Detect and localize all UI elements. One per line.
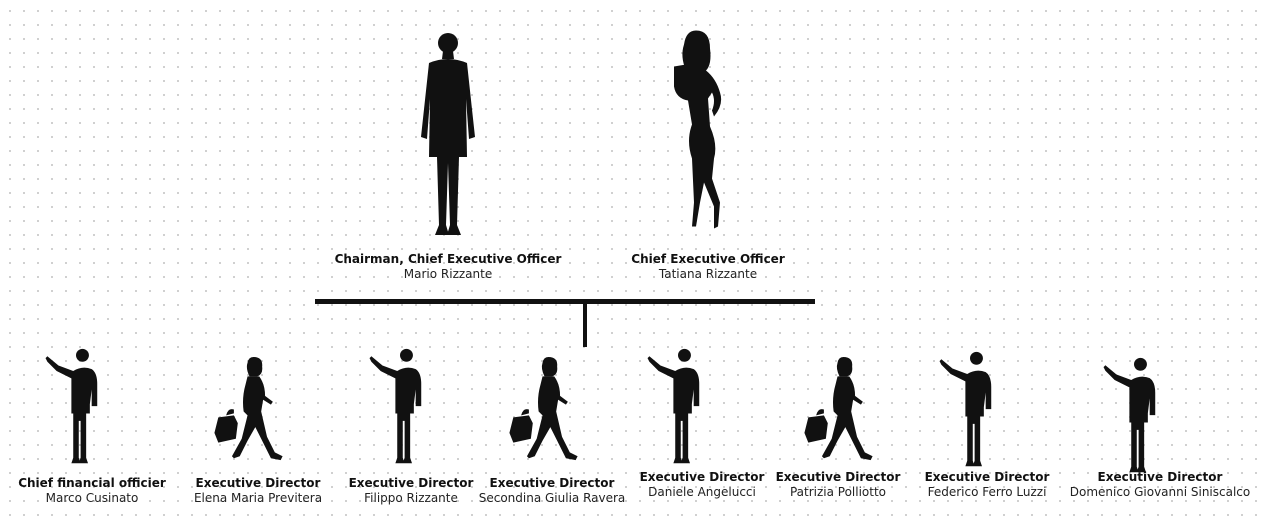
member-role: Executive Director xyxy=(489,476,615,490)
member-executive-director: Executive Director Secondina Giulia Rave… xyxy=(479,476,626,506)
top-member-ceo: Chief Executive Officer Tatiana Rizzante xyxy=(631,252,784,282)
member-role: Executive Director xyxy=(639,470,765,484)
woman-standing-icon xyxy=(656,26,736,242)
member-role: Chief financial officier xyxy=(18,476,166,490)
member-name: Daniele Angelucci xyxy=(648,485,756,499)
member-executive-director: Executive Director Patrizia Polliotto xyxy=(776,470,901,500)
member-name: Elena Maria Previtera xyxy=(193,491,323,505)
man-pointing-icon xyxy=(936,350,1004,470)
member-role: Executive Director xyxy=(1097,470,1223,484)
member-executive-director: Executive Director Filippo Rizzante xyxy=(349,476,474,506)
member-name: Domenico Giovanni Siniscalco xyxy=(1069,485,1251,499)
member-name: Federico Ferro Luzzi xyxy=(927,485,1047,499)
member-executive-director: Executive Director Elena Maria Previtera xyxy=(194,476,322,506)
woman-walking-briefcase-icon xyxy=(802,355,876,467)
member-cfo: Chief financial officier Marco Cusinato xyxy=(18,476,166,506)
member-role: Chief Executive Officer xyxy=(631,252,785,266)
member-name: Marco Cusinato xyxy=(45,491,139,505)
member-role: Executive Director xyxy=(195,476,321,490)
man-pointing-icon xyxy=(1100,356,1168,476)
connector-horizontal-bar xyxy=(315,299,815,304)
member-name: Patrizia Polliotto xyxy=(789,485,887,499)
connector-vertical-bar xyxy=(583,303,587,347)
member-executive-director: Executive Director Federico Ferro Luzzi xyxy=(925,470,1050,500)
man-suit-standing-icon xyxy=(413,28,483,240)
member-role: Executive Director xyxy=(775,470,901,484)
member-role: Executive Director xyxy=(924,470,1050,484)
man-pointing-icon xyxy=(644,347,712,467)
member-name: Secondina Giulia Ravera xyxy=(478,491,626,505)
member-executive-director: Executive Director Domenico Giovanni Sin… xyxy=(1070,470,1251,500)
woman-walking-briefcase-icon xyxy=(212,355,286,467)
woman-walking-briefcase-icon xyxy=(507,355,581,467)
member-name: Tatiana Rizzante xyxy=(658,267,758,281)
man-pointing-icon xyxy=(366,347,434,467)
member-role: Executive Director xyxy=(348,476,474,490)
man-pointing-icon xyxy=(42,347,110,467)
member-name: Mario Rizzante xyxy=(403,267,493,281)
member-role: Chairman, Chief Executive Officer xyxy=(334,252,562,266)
member-executive-director: Executive Director Daniele Angelucci xyxy=(640,470,765,500)
member-name: Filippo Rizzante xyxy=(364,491,458,505)
top-member-chairman: Chairman, Chief Executive Officer Mario … xyxy=(335,252,562,282)
